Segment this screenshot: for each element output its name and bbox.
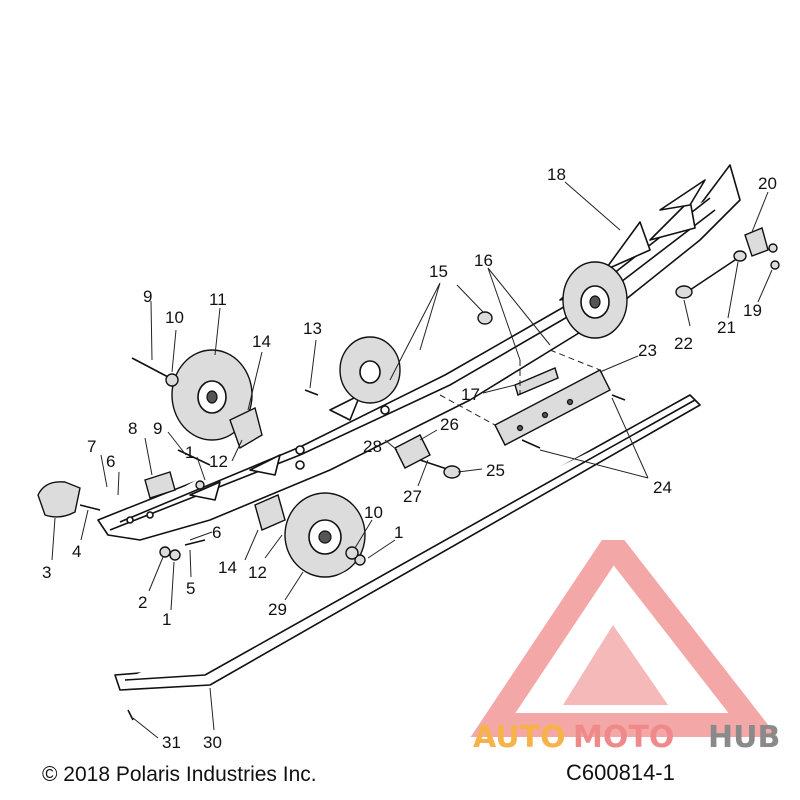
slide-rail-30 xyxy=(114,394,701,691)
callout-31: 31 xyxy=(162,733,181,752)
bracket-20 xyxy=(744,227,769,257)
callout-6-lower: 6 xyxy=(212,523,221,542)
callout-14-upper: 14 xyxy=(252,332,271,351)
callout-labels: 18 20 19 21 22 15 16 17 23 24 25 26 27 2… xyxy=(42,165,777,752)
spacer-14-upper xyxy=(229,407,263,450)
idler-wheel-11 xyxy=(171,349,253,441)
washer-10 xyxy=(345,546,359,560)
callout-29: 29 xyxy=(268,600,287,619)
watermark-hub: HUB xyxy=(708,720,780,755)
callout-12-upper: 12 xyxy=(209,452,228,471)
nut-15 xyxy=(477,311,493,325)
callout-11: 11 xyxy=(209,290,227,309)
callout-1-right: 1 xyxy=(394,523,403,542)
callout-9-lower: 9 xyxy=(153,419,162,438)
bolts-19 xyxy=(768,243,780,270)
bolt-9-upper xyxy=(131,357,179,387)
copyright-notice: © 2018 Polaris Industries Inc. xyxy=(42,763,317,786)
watermark-auto: AUTO xyxy=(473,720,566,755)
assembly-line xyxy=(439,394,496,426)
assembly-line xyxy=(549,349,601,371)
callout-18: 18 xyxy=(547,165,566,184)
callout-6-upper: 6 xyxy=(106,452,115,471)
callout-26: 26 xyxy=(440,415,459,434)
callout-1-lower: 1 xyxy=(162,610,171,629)
callout-10-lower: 10 xyxy=(364,503,383,522)
spacer-14-lower xyxy=(254,494,286,531)
axle-21 xyxy=(689,250,747,291)
callout-19: 19 xyxy=(743,301,762,320)
callout-1-upper: 1 xyxy=(185,443,194,462)
callout-24: 24 xyxy=(653,478,672,497)
drawing-number: C600814-1 xyxy=(566,760,675,785)
block-8 xyxy=(144,471,176,499)
end-cap-3 xyxy=(37,481,81,518)
leader-lines xyxy=(51,181,773,739)
callout-7: 7 xyxy=(87,437,96,456)
callout-23: 23 xyxy=(638,341,657,360)
callout-12-lower: 12 xyxy=(248,563,267,582)
callout-20: 20 xyxy=(758,174,777,193)
triangle-logo-icon xyxy=(470,540,778,737)
callout-13: 13 xyxy=(303,319,322,338)
bolt-31 xyxy=(127,709,134,721)
watermark-logo: AUTO MOTO HUB xyxy=(470,540,780,755)
bolt-24 xyxy=(521,394,626,449)
callout-27: 27 xyxy=(403,487,422,506)
bolt-9-lower xyxy=(177,449,211,466)
callout-10-upper: 10 xyxy=(165,308,184,327)
callout-22: 22 xyxy=(674,334,693,353)
callout-16: 16 xyxy=(474,251,493,270)
callout-21: 21 xyxy=(717,318,736,337)
bolt-4 xyxy=(79,504,101,511)
bracket-26 xyxy=(394,434,431,469)
bushing-25 xyxy=(419,459,461,479)
idler-wheel-upper xyxy=(339,336,401,404)
bumper-block-23 xyxy=(494,369,611,446)
washer-2 xyxy=(159,546,171,558)
callout-14-lower: 14 xyxy=(218,558,237,577)
callout-17: 17 xyxy=(461,385,480,404)
plate-17 xyxy=(514,367,559,396)
callout-3: 3 xyxy=(42,563,51,582)
callout-4: 4 xyxy=(72,542,81,561)
nut-22 xyxy=(675,285,693,299)
wheel-29 xyxy=(284,492,366,578)
callout-9-upper: 9 xyxy=(143,287,152,306)
callout-2: 2 xyxy=(138,593,147,612)
rear-wheel-18 xyxy=(562,261,628,339)
nut-1 xyxy=(169,480,366,566)
watermark-moto: MOTO xyxy=(573,720,674,755)
callout-28: 28 xyxy=(363,437,382,456)
bolt-5 xyxy=(184,539,206,546)
callout-15: 15 xyxy=(429,262,448,281)
callout-30: 30 xyxy=(203,733,222,752)
callout-8: 8 xyxy=(128,419,137,438)
callout-25: 25 xyxy=(486,461,505,480)
bolt-13 xyxy=(304,389,319,396)
callout-5: 5 xyxy=(186,579,195,598)
